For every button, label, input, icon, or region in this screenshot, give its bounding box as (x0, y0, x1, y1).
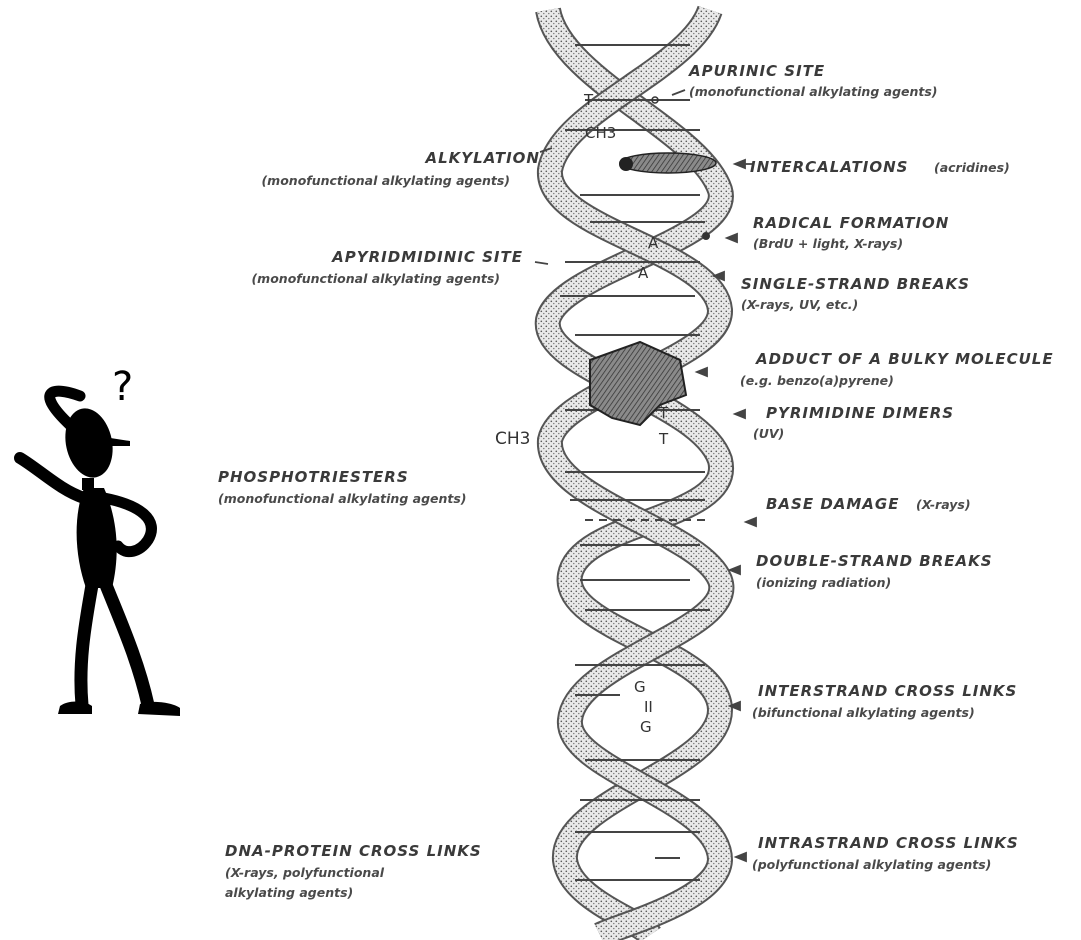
adduct-sub: (e.g. benzo(a)pyrene) (740, 373, 894, 388)
dna-double-helix (534, 4, 735, 940)
interstrand-sub: (bifunctional alkylating agents) (752, 705, 975, 720)
label-phosphotriesters: PHOSPHOTRIESTERS (monofunctional alkylat… (218, 468, 467, 506)
pyrimidine-sub: (UV) (753, 426, 784, 441)
double-strand-title: DOUBLE-STRAND BREAKS (756, 552, 993, 570)
intercalations-title: INTERCALATIONS (750, 158, 908, 176)
methyl-top: CH3 (585, 124, 616, 142)
alkylation-title: ALKYLATION (424, 149, 540, 167)
base-t-dimer-1: T (658, 404, 669, 422)
radical-title: RADICAL FORMATION (753, 214, 949, 232)
apurinic-title: APURINIC SITE (688, 62, 825, 80)
label-single-strand-breaks: SINGLE-STRAND BREAKS (X-rays, UV, etc.) (741, 275, 970, 312)
pyrimidine-title: PYRIMIDINE DIMERS (766, 404, 954, 422)
label-bulky-adduct: ADDUCT OF A BULKY MOLECULE (e.g. benzo(a… (740, 350, 1054, 388)
base-t-dimer-2: T (658, 430, 669, 448)
intercalations-sub: (acridines) (934, 160, 1010, 175)
base-damage-sub: (X-rays) (916, 497, 971, 512)
interstrand-title: INTERSTRAND CROSS LINKS (758, 682, 1017, 700)
label-alkylation: ALKYLATION (monofunctional alkylating ag… (261, 149, 540, 188)
left-annotation-labels: ALKYLATION (monofunctional alkylating ag… (218, 149, 540, 900)
single-strand-sub: (X-rays, UV, etc.) (741, 297, 858, 312)
confused-stick-figure (14, 385, 180, 716)
dna-protein-title: DNA-PROTEIN CROSS LINKS (225, 842, 482, 860)
pointer-arrows (534, 89, 757, 863)
apyrimidinic-sub: (monofunctional alkylating agents) (251, 271, 500, 286)
phosphotriesters-title: PHOSPHOTRIESTERS (218, 468, 409, 486)
alkylation-sub: (monofunctional alkylating agents) (261, 173, 510, 188)
base-a-lower: A (638, 264, 649, 282)
label-base-damage: BASE DAMAGE (X-rays) (766, 495, 971, 513)
dna-protein-sub-2: alkylating agents) (225, 885, 353, 900)
label-apurinic-site: APURINIC SITE (monofunctional alkylating… (688, 62, 938, 99)
base-a-upper: A (648, 234, 659, 252)
label-intrastrand-cross-links: INTRASTRAND CROSS LINKS (polyfunctional … (752, 834, 1019, 872)
cross-link-mark: II (644, 698, 653, 716)
label-apyrimidinic-site: APYRIDMIDINIC SITE (monofunctional alkyl… (251, 248, 523, 286)
base-g-lower: G (640, 718, 652, 736)
label-interstrand-cross-links: INTERSTRAND CROSS LINKS (bifunctional al… (752, 682, 1017, 720)
radical-sub: (BrdU + light, X-rays) (753, 236, 903, 251)
base-damage-title: BASE DAMAGE (766, 495, 899, 513)
label-radical-formation: RADICAL FORMATION (BrdU + light, X-rays) (753, 214, 949, 251)
label-pyrimidine-dimers: PYRIMIDINE DIMERS (UV) (753, 404, 954, 441)
phosphotriesters-sub: (monofunctional alkylating agents) (218, 491, 467, 506)
right-annotation-labels: APURINIC SITE (monofunctional alkylating… (688, 62, 1054, 872)
adduct-title: ADDUCT OF A BULKY MOLECULE (755, 350, 1054, 368)
label-double-strand-breaks: DOUBLE-STRAND BREAKS (ionizing radiation… (756, 552, 993, 590)
helix-base-labels: T CH3 A A CH3 T T G II G (495, 91, 669, 736)
base-t-top: T (583, 91, 594, 109)
label-dna-protein-cross-links: DNA-PROTEIN CROSS LINKS (X-rays, polyfun… (225, 842, 482, 900)
label-intercalations: INTERCALATIONS (acridines) (750, 158, 1010, 176)
apurinic-sub: (monofunctional alkylating agents) (689, 84, 938, 99)
single-strand-title: SINGLE-STRAND BREAKS (741, 275, 970, 293)
intrastrand-title: INTRASTRAND CROSS LINKS (758, 834, 1019, 852)
double-strand-sub: (ionizing radiation) (756, 575, 891, 590)
methyl-left: CH3 (495, 429, 530, 449)
apyrimidinic-title: APYRIDMIDINIC SITE (331, 248, 523, 266)
base-g-upper: G (634, 678, 646, 696)
intrastrand-sub: (polyfunctional alkylating agents) (752, 857, 991, 872)
question-mark: ? (112, 364, 133, 410)
dna-protein-sub-1: (X-rays, polyfunctional (225, 865, 385, 880)
